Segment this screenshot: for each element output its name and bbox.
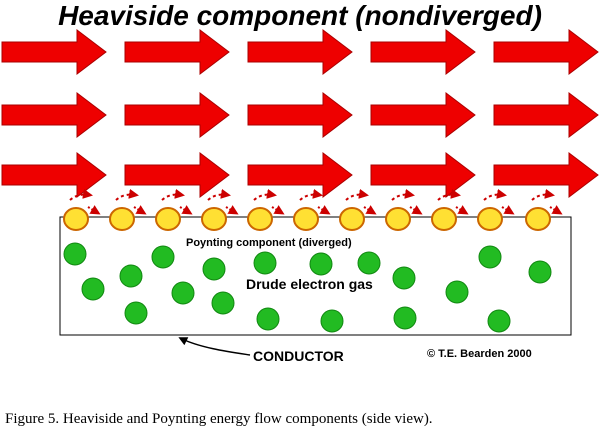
surface-charge-icon (109, 207, 135, 231)
poynting-arrow-icon (531, 188, 555, 201)
surface-charge-icon (201, 207, 227, 231)
electron-icon (478, 245, 502, 269)
heaviside-arrow-icon (124, 28, 230, 76)
diagram-title: Heaviside component (nondiverged) (58, 0, 542, 31)
surface-charge-icon (155, 207, 181, 231)
electron-icon (211, 291, 235, 315)
poynting-arrow-icon (161, 188, 185, 201)
electron-icon (119, 264, 143, 288)
heaviside-arrow-icon (370, 151, 476, 199)
heaviside-arrow-icon (247, 91, 353, 139)
heaviside-arrow-icon (124, 151, 230, 199)
poynting-arrow-icon (501, 205, 515, 215)
conductor-label: CONDUCTOR (253, 348, 344, 364)
electron-icon (309, 252, 333, 276)
heaviside-arrow-icon (1, 28, 107, 76)
poynting-arrow-icon (345, 188, 369, 201)
poynting-arrow-icon (87, 205, 101, 215)
heaviside-arrow-icon (493, 151, 599, 199)
electron-icon (445, 280, 469, 304)
poynting-arrow-icon (271, 205, 285, 215)
poynting-arrow-icon (179, 205, 193, 215)
poynting-arrow-icon (317, 205, 331, 215)
electron-icon (202, 257, 226, 281)
gas-label: Drude electron gas (246, 276, 373, 292)
poynting-arrow-icon (549, 205, 563, 215)
poynting-arrow-icon (409, 205, 423, 215)
electron-icon (320, 309, 344, 333)
surface-charge-icon (385, 207, 411, 231)
poynting-arrow-icon (115, 188, 139, 201)
poynting-arrow-icon (207, 188, 231, 201)
heaviside-arrow-icon (493, 28, 599, 76)
heaviside-arrow-icon (370, 91, 476, 139)
poynting-arrow-icon (299, 188, 323, 201)
surface-charge-icon (431, 207, 457, 231)
surface-charge-icon (247, 207, 273, 231)
poynting-arrow-icon (133, 205, 147, 215)
heaviside-arrows (1, 28, 599, 199)
pointer-arrow-icon (178, 337, 251, 356)
poynting-arrow-icon (455, 205, 469, 215)
surface-charge-icon (293, 207, 319, 231)
electron-icon (487, 309, 511, 333)
heaviside-arrow-icon (124, 91, 230, 139)
electron-icon (256, 307, 280, 331)
heaviside-arrow-icon (370, 28, 476, 76)
surface-charge-icon (63, 207, 89, 231)
electron-icon (357, 251, 381, 275)
surface-charges (63, 207, 551, 231)
electron-icon (81, 277, 105, 301)
heaviside-arrow-icon (247, 28, 353, 76)
electron-icon (151, 245, 175, 269)
poynting-arrow-icon (225, 205, 239, 215)
electron-icon (393, 306, 417, 330)
poynting-arrow-icon (437, 188, 461, 201)
heaviside-arrow-icon (493, 91, 599, 139)
poynting-arrow-icon (391, 188, 415, 201)
heaviside-arrow-icon (247, 151, 353, 199)
heaviside-arrow-icon (1, 91, 107, 139)
poynting-label: Poynting component (diverged) (186, 237, 352, 249)
electron-icon (63, 242, 87, 266)
electron-icon (253, 251, 277, 275)
poynting-arrow-icon (69, 188, 93, 201)
figure-caption: Figure 5. Heaviside and Poynting energy … (5, 411, 433, 427)
surface-charge-icon (339, 207, 365, 231)
electron-icon (528, 260, 552, 284)
electron-icon (171, 281, 195, 305)
heaviside-arrow-icon (1, 151, 107, 199)
electron-icon (124, 301, 148, 325)
surface-charge-icon (477, 207, 503, 231)
drude-electrons (63, 242, 552, 333)
poynting-arrow-icon (483, 188, 507, 201)
electron-icon (392, 266, 416, 290)
poynting-arrow-icon (253, 188, 277, 201)
surface-charge-icon (525, 207, 551, 231)
copyright-notice: © T.E. Bearden 2000 (427, 348, 532, 360)
poynting-arrow-icon (363, 205, 377, 215)
